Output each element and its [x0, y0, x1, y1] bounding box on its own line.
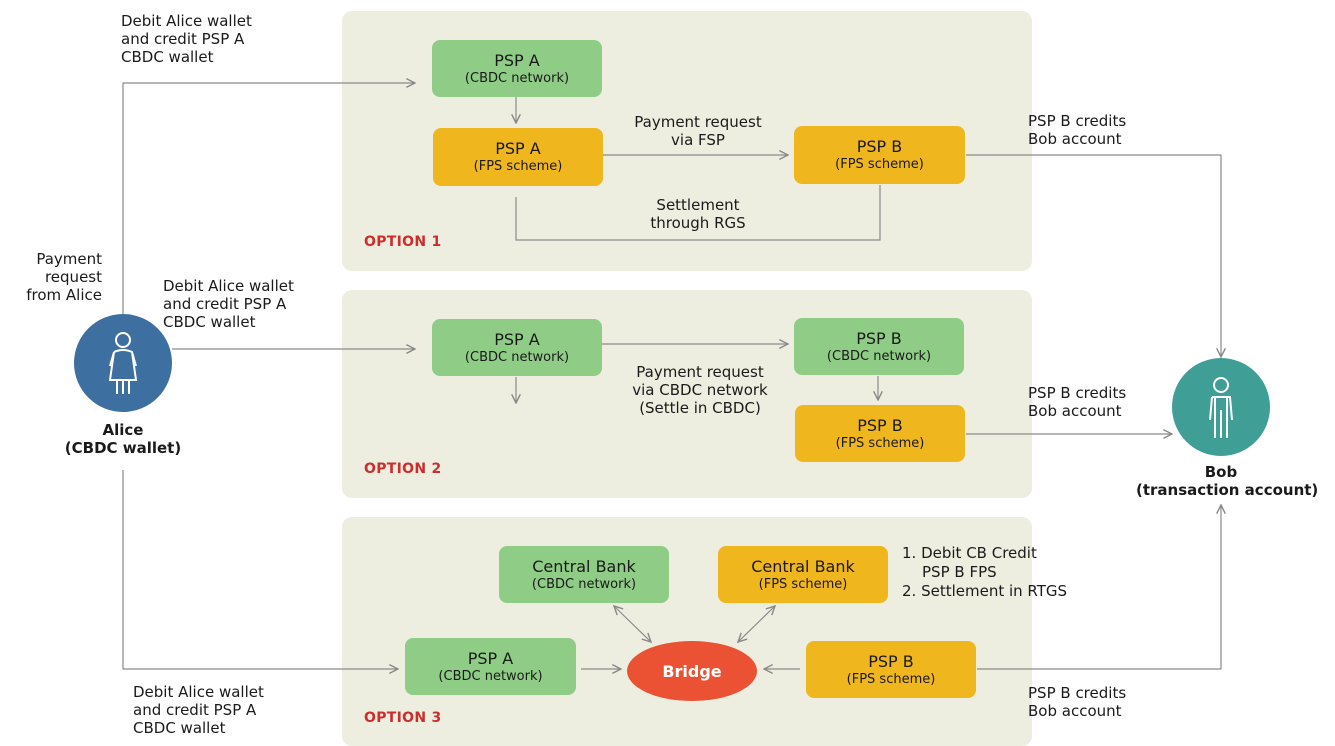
person-icon	[108, 332, 138, 394]
option3-cb-cbdc-box: Central Bank (CBDC network)	[499, 546, 669, 603]
box-title: Central Bank	[751, 556, 855, 576]
step-item: 2. Settlement in RTGS	[902, 582, 1068, 600]
option1-request-label: Payment request via FSP	[618, 113, 778, 149]
box-title: PSP B	[856, 328, 902, 348]
box-title: PSP B	[868, 651, 914, 671]
option2-credit-label: PSP B credits Bob account	[1028, 384, 1126, 420]
box-subtitle: (CBDC network)	[826, 348, 932, 364]
option1-psp-b-fps-box: PSP B (FPS scheme)	[794, 126, 965, 184]
option3-steps-list: 1. Debit CB Credit PSP B FPS 2. Settleme…	[902, 544, 1067, 601]
settlement-rgs-line	[515, 185, 881, 241]
label-line: request	[44, 268, 102, 286]
box-title: PSP A	[494, 50, 540, 70]
option1-credit-label: PSP B credits Bob account	[1028, 112, 1126, 148]
option1-psp-a-cbdc-box: PSP A (CBDC network)	[432, 40, 602, 97]
label-line: and credit PSP A	[133, 701, 257, 719]
label-line: Debit Alice wallet	[163, 277, 294, 295]
box-subtitle: (FPS scheme)	[758, 576, 848, 592]
label-line: Debit Alice wallet	[121, 12, 252, 30]
box-subtitle: (CBDC network)	[438, 668, 543, 684]
box-title: PSP B	[856, 137, 903, 156]
label-line: Bob account	[1028, 402, 1122, 420]
bridge-node: Bridge	[627, 641, 757, 701]
alice-name: Alice	[102, 421, 144, 439]
option2-tag: OPTION 2	[364, 461, 442, 477]
option3-debit-label: Debit Alice wallet and credit PSP A CBDC…	[133, 683, 264, 737]
box-title: PSP A	[495, 139, 541, 158]
step-item: PSP B FPS	[922, 563, 997, 581]
alice-wallet: (CBDC wallet)	[64, 439, 182, 457]
option1-tag: OPTION 1	[364, 234, 442, 250]
label-line: Bob account	[1028, 702, 1122, 720]
box-subtitle: (CBDC network)	[531, 576, 637, 592]
label-line: via CBDC network	[632, 381, 768, 399]
option2-psp-b-cbdc-box: PSP B (CBDC network)	[794, 318, 964, 375]
cb-fps-bridge-arrow	[738, 606, 775, 642]
label-line: Bob account	[1028, 130, 1122, 148]
option2-psp-a-cbdc-box: PSP A (CBDC network)	[432, 319, 602, 376]
label-line: Debit Alice wallet	[133, 683, 264, 701]
label-line: through RGS	[650, 214, 746, 232]
option2-psp-b-fps-box: PSP B (FPS scheme)	[795, 405, 965, 462]
box-subtitle: (FPS scheme)	[835, 157, 924, 172]
option1-debit-label: Debit Alice wallet and credit PSP A CBDC…	[121, 12, 252, 66]
alice-avatar	[74, 314, 172, 412]
box-title: PSP B	[857, 415, 903, 435]
alice-label: Alice (CBDC wallet)	[43, 421, 203, 457]
bob-name: Bob	[1204, 463, 1238, 481]
option1-settlement-label: Settlement through RGS	[618, 196, 778, 232]
label-line: CBDC wallet	[133, 719, 226, 737]
alice-to-option3-arrow	[122, 470, 398, 669]
bob-label: Bob (transaction account)	[1136, 463, 1319, 499]
option3-panel	[342, 517, 1032, 746]
option3-tag: OPTION 3	[364, 710, 442, 726]
label-line: via FSP	[671, 131, 725, 149]
option1-to-bob-arrow	[966, 154, 1221, 357]
option3-cb-fps-box: Central Bank (FPS scheme)	[718, 546, 888, 603]
box-title: Central Bank	[532, 556, 636, 576]
option3-credit-label: PSP B credits Bob account	[1028, 684, 1126, 720]
option3-to-bob-arrow	[977, 505, 1221, 670]
option2-debit-label: Debit Alice wallet and credit PSP A CBDC…	[163, 277, 294, 331]
option1-psp-a-fps-box: PSP A (FPS scheme)	[433, 128, 603, 186]
alice-request-label: Payment request from Alice	[10, 250, 102, 304]
label-line: Settlement	[656, 196, 740, 214]
label-line: CBDC wallet	[121, 48, 214, 66]
box-subtitle: (FPS scheme)	[473, 159, 563, 174]
label-line: (Settle in CBDC)	[639, 399, 761, 417]
label-line: and credit PSP A	[121, 30, 245, 48]
box-subtitle: (FPS scheme)	[846, 671, 936, 687]
box-subtitle: (FPS scheme)	[835, 435, 925, 451]
label-line: PSP B credits	[1028, 112, 1127, 130]
option3-psp-b-fps-box: PSP B (FPS scheme)	[806, 641, 976, 698]
option3-psp-a-cbdc-box: PSP A (CBDC network)	[405, 638, 576, 695]
option2-request-label: Payment request via CBDC network (Settle…	[614, 363, 786, 417]
label-line: Payment request	[634, 113, 762, 131]
label-line: Payment	[36, 250, 102, 268]
alice-to-option1-arrow	[122, 83, 415, 315]
person-icon	[1209, 377, 1233, 438]
label-line: PSP B credits	[1028, 384, 1127, 402]
step-item: 1. Debit CB Credit	[902, 544, 1037, 562]
label-line: PSP B credits	[1028, 684, 1127, 702]
label-line: Payment request	[636, 363, 764, 381]
label-line: and credit PSP A	[163, 295, 287, 313]
bob-account: (transaction account)	[1136, 481, 1319, 499]
box-title: PSP A	[467, 648, 514, 668]
box-subtitle: (CBDC network)	[464, 70, 570, 86]
box-subtitle: (CBDC network)	[464, 349, 570, 365]
box-title: PSP A	[494, 329, 540, 349]
label-line: from Alice	[26, 286, 102, 304]
bob-avatar	[1172, 358, 1270, 456]
cb-cbdc-bridge-arrow	[614, 606, 651, 642]
label-line: CBDC wallet	[163, 313, 256, 331]
